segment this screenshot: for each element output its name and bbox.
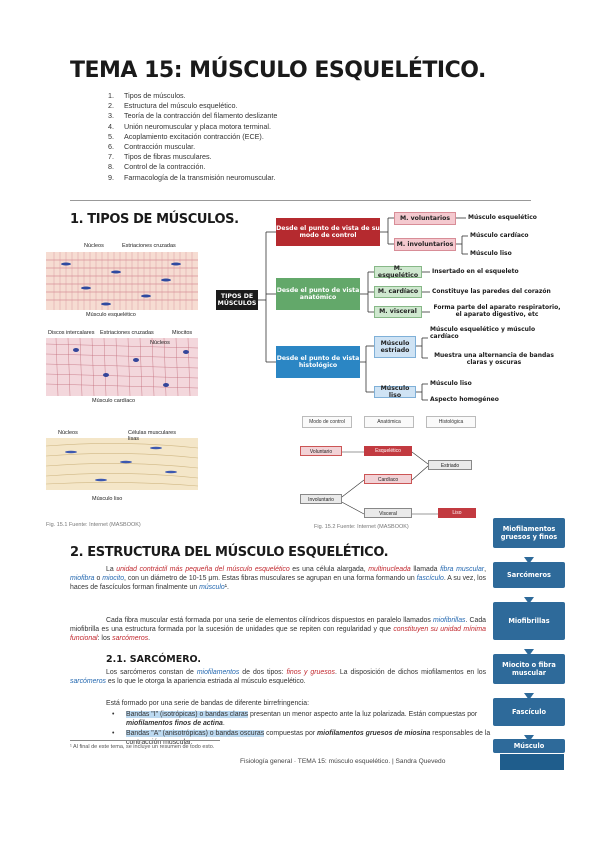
section-1-heading: 1. TIPOS DE MÚSCULOS. [70,212,239,227]
diagram-cardiaco: Cardíaco [364,474,412,484]
label-estriaciones: Estriaciones cruzadas [100,330,154,336]
paragraph-4: Está formado por una serie de bandas de … [106,700,310,707]
arrow-down-icon [524,643,534,656]
node-cardiaco: M. cardíaco [374,286,422,298]
flow-fasciculo: Fascículo [493,698,565,726]
muscle-classification-diagram: Modo de control Anatómica Histológica Vo… [298,412,486,522]
bands-list: Bandas "I" (isotrópicas) o bandas claras… [112,710,494,748]
arrow-down-icon [524,551,534,564]
diagram-liso: Liso [438,508,476,518]
node-visceral: M. visceral [374,306,422,318]
toc-item: 7.Tipos de fibras musculares. [108,152,212,162]
label-nucleos: Núcleos [150,340,170,346]
root-node: TIPOS DE MÚSCULOS [216,290,258,310]
label-nucleos: Núcleos [58,430,78,436]
leaf-musculo-liso: Músculo liso [430,380,472,387]
arrow-down-icon [524,591,534,604]
section-divider [70,200,531,201]
branch-histologico: Desde el punto de vista histológico [276,346,360,378]
label-miocitos: Miocitos [172,330,193,336]
footnote: ¹ Al final de este tema, se incluye un r… [70,744,215,750]
flow-sarcomeros: Sarcómeros [493,562,565,588]
label-discos: Discos intercalares [48,330,95,336]
label-musculo-esqueletico: Músculo esquelético [86,312,136,318]
toc-item: 4.Unión neuromuscular y placa motora ter… [108,121,272,131]
figure-caption: Fig. 15.1 Fuente: Internet (MASBOOK) [46,522,141,528]
flow-miofilamentos: Miofilamentos gruesos y finos [493,518,565,548]
leaf-estriado-tipos: Músculo esquelético y músculo cardíaco [430,326,536,340]
diagram-col-control: Modo de control [302,416,352,428]
flow-miocito: Miocito o fibra muscular [493,654,565,684]
leaf-liso: Músculo liso [470,250,512,257]
node-involuntarios: M. involuntarios [394,238,456,251]
label-estriaciones: Estriaciones cruzadas [122,243,176,249]
muscle-types-illustration: Núcleos Estriaciones cruzadas Músculo es… [45,240,199,512]
page-footer: Fisiología general · TEMA 15: músculo es… [240,758,446,765]
label-musculo-cardiaco: Músculo cardíaco [92,398,136,404]
footnote-divider [70,740,220,741]
paragraph-1: La unidad contráctil más pequeña del mús… [70,566,486,591]
label-nucleos: Núcleos [84,243,104,249]
arrow-down-icon [524,729,534,742]
leaf-cardiaco: Músculo cardíaco [470,232,529,239]
muscle-types-concept-map: TIPOS DE MÚSCULOS Desde el punto de vist… [212,210,562,410]
diagram-col-histologica: Histológica [426,416,476,428]
diagram-esqueletico: Esquelético [364,446,412,456]
list-item: Bandas "I" (isotrópicas) o bandas claras… [112,710,494,728]
page-title: TEMA 15: MÚSCULO ESQUELÉTICO. [70,58,486,83]
toc-item: 9.Farmacología de la transmisión neuromu… [108,172,276,182]
leaf-aparato: Forma parte del aparato respiratorio, el… [433,304,561,318]
paragraph-2: Cada fibra muscular está formada por una… [70,617,486,642]
label-musculo-liso: Músculo liso [92,496,123,502]
node-voluntarios: M. voluntarios [394,212,456,225]
toc-item: 3.Teoría de la contracción del filamento… [108,111,278,121]
diagram-voluntario: Voluntario [300,446,342,456]
toc-item: 2.Estructura del músculo esquelético. [108,101,238,111]
flow-miofibrillas: Miofibrillas [493,602,565,640]
toc-item: 5.Acoplamiento excitación contracción (E… [108,131,264,141]
toc-item: 1.Tipos de músculos. [108,91,186,100]
leaf-homogeneo: Aspecto homogéneo [430,396,499,403]
diagram-visceral: Visceral [364,508,412,518]
figure-caption: Fig. 15.2 Fuente: Internet (MASBOOK) [314,524,409,530]
paragraph-3: Los sarcómeros constan de miofilamentos … [70,669,487,685]
branch-modo-control: Desde el punto de vista de su modo de co… [276,218,380,246]
flow-musculo: Músculo [493,739,565,753]
leaf-paredes: Constituye las paredes del corazón [432,288,551,295]
diagram-involuntario: Involuntario [300,494,342,504]
diagram-estriado: Estriado [428,460,472,470]
node-liso: Músculo liso [374,385,416,399]
node-esqueletico: M. esquelético [374,265,422,279]
subsection-sarcomero: 2.1. SARCÓMERO. [106,654,202,665]
node-estriado: Músculo estriado [374,336,416,358]
toc-item: 6.Contracción muscular. [108,142,196,152]
toc-item: 8.Control de la contracción. [108,162,206,172]
footer-color-block [500,754,564,770]
leaf-insertado: Insertado en el esqueleto [432,268,519,275]
branch-anatomico: Desde el punto de vista anatómico [276,278,360,310]
section-2-heading: 2. ESTRUCTURA DEL MÚSCULO ESQUELÉTICO. [70,545,389,560]
label-celulas: Células musculares lisas [128,430,176,442]
diagram-col-anatomica: Anatómica [364,416,414,428]
leaf-esqueletico: Músculo esquelético [468,214,537,221]
leaf-bandas: Muestra una alternancia de bandas claras… [434,352,554,366]
table-of-contents: 1.Tipos de músculos. 2.Estructura del mú… [108,91,277,183]
arrow-down-icon [524,687,534,700]
list-item: Bandas "A" (anisotrópicas) o bandas oscu… [112,729,494,747]
